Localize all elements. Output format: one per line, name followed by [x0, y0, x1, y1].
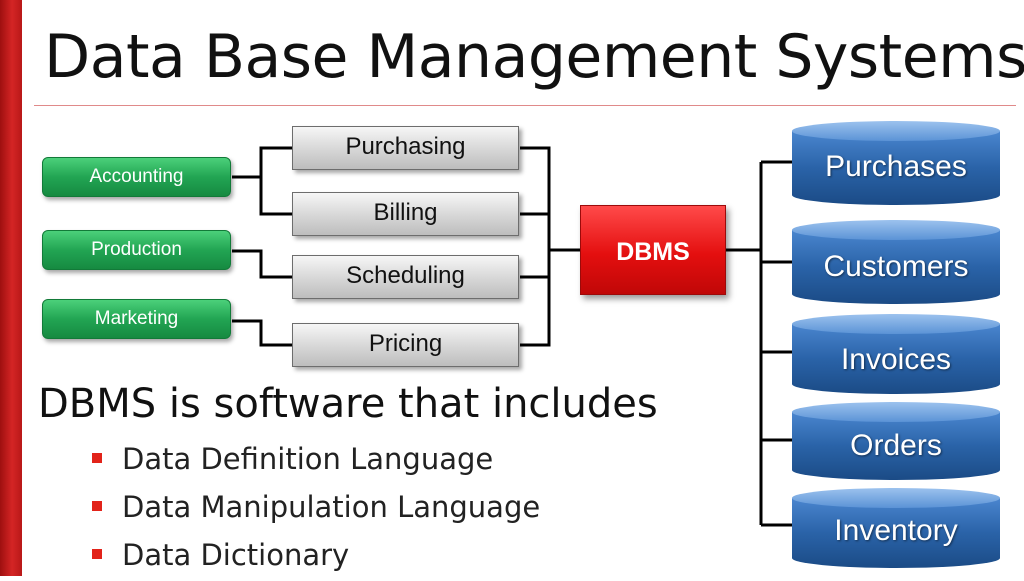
- bullet-item: Data Definition Language: [92, 437, 540, 485]
- department-accounting: Accounting: [42, 157, 231, 197]
- title-divider: [34, 105, 1016, 106]
- database-invoices: Invoices: [792, 314, 1000, 394]
- database-label: Customers: [823, 250, 969, 283]
- database-purchases: Purchases: [792, 121, 1000, 205]
- application-scheduling: Scheduling: [292, 255, 519, 299]
- database-orders: Orders: [792, 402, 1000, 480]
- database-cylinder-icon: [792, 488, 1000, 568]
- database-cylinder-icon: [792, 121, 1000, 205]
- database-label: Inventory: [834, 514, 958, 547]
- side-accent-bar: [0, 0, 22, 576]
- square-bullet-icon: [92, 501, 102, 511]
- database-inventory: Inventory: [792, 488, 1000, 568]
- body-heading: DBMS is software that includes: [38, 381, 658, 427]
- database-cylinder-icon: [792, 314, 1000, 394]
- dbms-box: DBMS: [580, 205, 726, 295]
- bullet-item: Data Manipulation Language: [92, 485, 540, 533]
- database-cylinder-icon: [792, 220, 1000, 304]
- connector-marketing: [232, 319, 292, 347]
- bullet-list: Data Definition Language Data Manipulati…: [92, 437, 540, 581]
- square-bullet-icon: [92, 549, 102, 559]
- bullet-item: Data Dictionary: [92, 533, 540, 581]
- bullet-text: Data Manipulation Language: [122, 490, 541, 524]
- database-label: Orders: [850, 429, 942, 462]
- bullet-text: Data Dictionary: [122, 538, 350, 572]
- department-production: Production: [42, 230, 231, 270]
- connector-apps-dbms: [520, 146, 580, 347]
- connector-production: [232, 249, 292, 279]
- database-cylinder-icon: [792, 402, 1000, 480]
- application-purchasing: Purchasing: [292, 126, 519, 170]
- database-label: Invoices: [840, 343, 952, 376]
- square-bullet-icon: [92, 453, 102, 463]
- database-customers: Customers: [792, 220, 1000, 304]
- connector-accounting: [232, 146, 292, 216]
- database-label: Purchases: [825, 150, 967, 183]
- slide-title: Data Base Management Systems: [44, 22, 1024, 92]
- department-marketing: Marketing: [42, 299, 231, 339]
- application-pricing: Pricing: [292, 323, 519, 367]
- connector-dbms-databases: [726, 160, 792, 527]
- application-billing: Billing: [292, 192, 519, 236]
- bullet-text: Data Definition Language: [122, 442, 494, 476]
